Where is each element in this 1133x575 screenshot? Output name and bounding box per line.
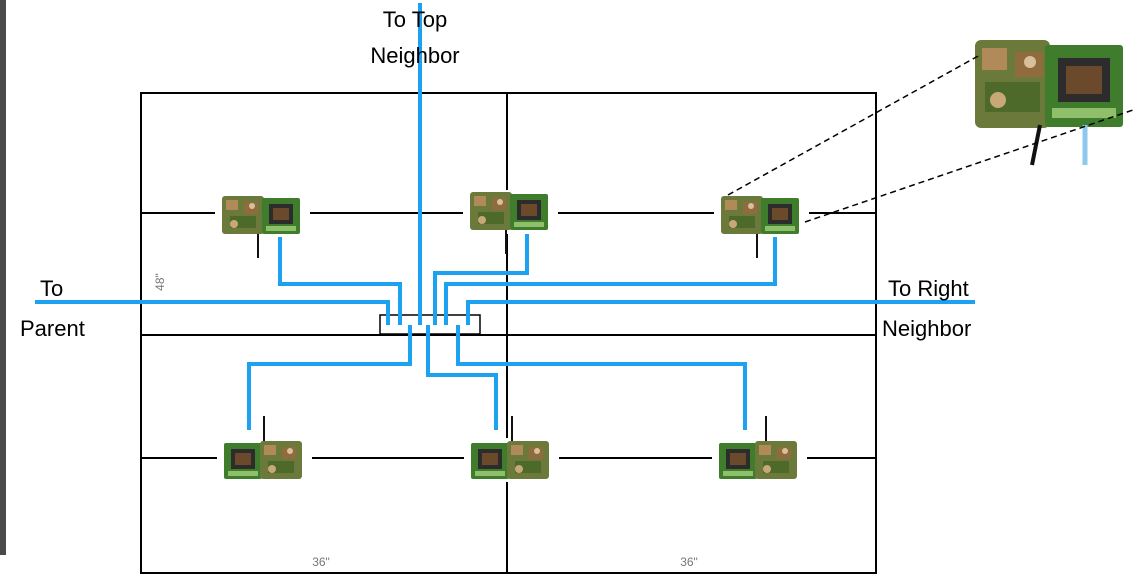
panel-frame xyxy=(141,93,876,573)
width-dimension-right: 36" xyxy=(680,555,698,569)
top-neighbor-label: To Top Neighbor xyxy=(370,7,462,72)
left-edge-strip xyxy=(0,0,6,555)
height-dimension: 48" xyxy=(153,273,167,291)
top-label-line2: Neighbor xyxy=(370,43,459,68)
parent-label-line1: To xyxy=(40,276,63,301)
right-neighbor-label-line2: Neighbor xyxy=(882,316,971,341)
top-label-line1: To Top xyxy=(383,7,447,32)
width-dimension-left: 36" xyxy=(312,555,330,569)
zoomed-sensor-board xyxy=(973,30,1133,165)
parent-label-line2: Parent xyxy=(20,316,85,341)
right-neighbor-label-line1: To Right xyxy=(888,276,969,301)
